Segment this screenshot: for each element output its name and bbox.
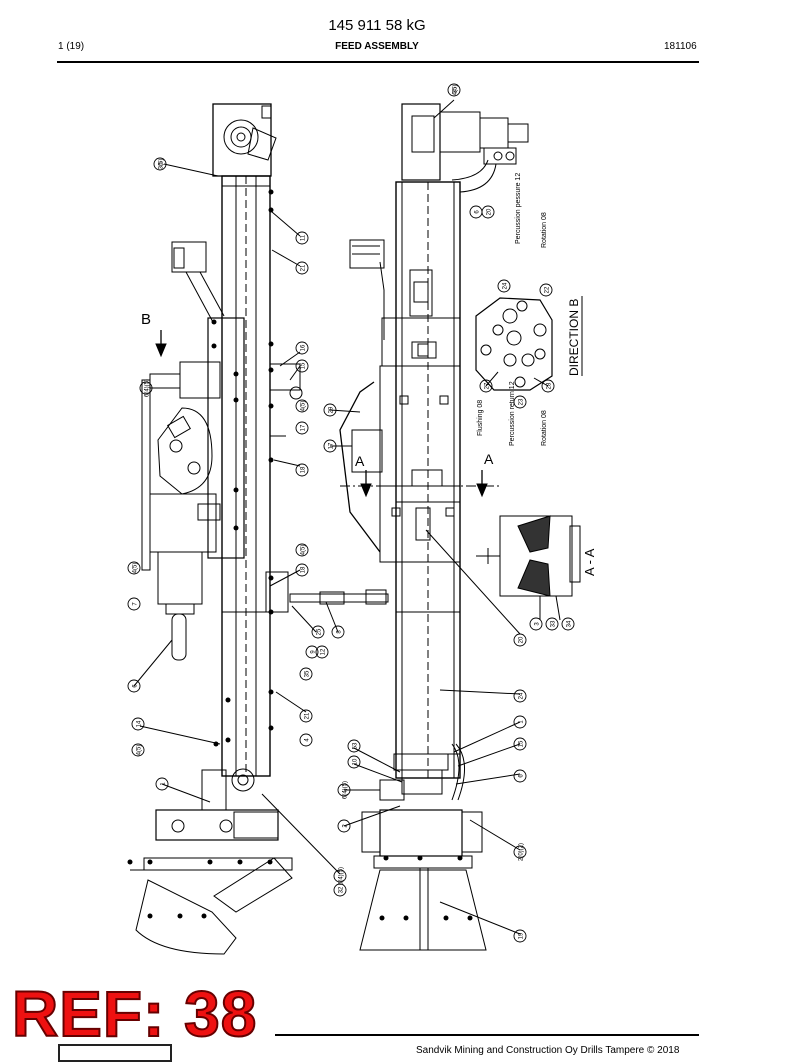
port-flushing: Flushing 08 (477, 400, 484, 436)
view-b-label: B (141, 311, 151, 328)
left-callout-12: 9 (311, 650, 317, 654)
left-callout-7: 18 (301, 466, 307, 473)
section-aa-detail (476, 515, 581, 621)
left-callout-4: 15 (301, 362, 307, 369)
port-percussion-return: Percussion return 12 (509, 381, 516, 446)
left-callout-20: 1 (161, 782, 167, 786)
port-rotation-top: Rotation 08 (541, 212, 548, 248)
reference-watermark: REF: 38 (11, 978, 258, 1050)
direction-b-label: DIRECTION B (567, 299, 581, 376)
right-callout-17: 53 (353, 742, 359, 749)
left-callout-25: 32 (339, 886, 345, 893)
right-callout-18: 10 (353, 758, 359, 765)
right-callout-21: 3 (535, 622, 541, 626)
header-rule (57, 61, 699, 63)
right-callout-10: 20 (519, 636, 525, 643)
left-callout-15: 21 (305, 712, 311, 719)
left-callout-17: 6 (133, 684, 139, 688)
left-callout-10: 25 (317, 628, 323, 635)
right-callout-14: 6 (519, 774, 525, 778)
right-callout-16: 19 (519, 932, 525, 939)
section-aa-label: A - A (582, 548, 597, 576)
left-callout-22: 7 (133, 602, 139, 606)
left-callout-0: 5 (159, 162, 165, 166)
left-callout-2: 21 (301, 264, 307, 271)
left-callout-1: 11 (301, 234, 307, 241)
left-callout-16: 4 (305, 738, 311, 742)
right-callout-1: 6 (475, 210, 481, 214)
port-percussion-pressure: Percussion pessure 12 (515, 173, 522, 244)
left-callout-19: 4(5) (137, 745, 143, 756)
right-callout-15: 2(0)(2) (519, 843, 525, 861)
left-callout-26: 3(5) (159, 159, 165, 170)
brand-logo (58, 1044, 172, 1062)
right-callout-4: 22 (545, 286, 551, 293)
section-title: FEED ASSEMBLY (335, 41, 419, 52)
right-callouts (329, 99, 549, 935)
direction-b-detail (475, 297, 553, 391)
right-callout-5: 27 (485, 382, 491, 389)
left-callout-6: 17 (301, 424, 307, 431)
right-callout-6: 23 (519, 398, 525, 405)
document-code: 181106 (664, 41, 697, 52)
left-callout-5: 4(5) (301, 401, 307, 412)
left-callout-14: 35 (305, 670, 311, 677)
section-a-left-label: A (355, 453, 365, 469)
page-number: 1 (19) (58, 41, 85, 52)
right-callout-19: 6(4)(5) (343, 781, 349, 799)
right-callout-20: 2 (343, 824, 349, 828)
section-a-right-label: A (484, 451, 494, 467)
left-callout-8: 4(5) (301, 545, 307, 556)
left-callout-13: 12 (321, 648, 327, 655)
left-callout-24: 6(4)(5) (339, 867, 345, 885)
right-callout-24: 35 (453, 86, 459, 93)
left-callout-3: 16 (301, 344, 307, 351)
right-callout-8: 29 (329, 406, 335, 413)
right-callout-3: 24 (503, 282, 509, 289)
right-callout-2: 20 (487, 208, 493, 215)
left-callouts (133, 163, 341, 875)
right-callout-7: 28 (547, 382, 553, 389)
port-rotation-bottom: Rotation 08 (541, 410, 548, 446)
left-callout-21: 4(5) (133, 563, 139, 574)
right-callout-11: 24 (519, 692, 525, 699)
left-callout-23: 6(4)(5) (145, 379, 151, 397)
right-view (339, 103, 529, 951)
document-title: 145 911 58 kG (328, 17, 426, 34)
footer-copyright: Sandvik Mining and Construction Oy Drill… (416, 1045, 680, 1056)
right-callout-12: 1 (519, 720, 525, 724)
left-callout-18: 14 (137, 720, 143, 727)
right-callout-0: 4(5) (453, 85, 459, 96)
feed-assembly-drawing: B A A DIRECTION B A - A Percussion pessu… (127, 83, 597, 955)
left-callout-9: 18 (301, 566, 307, 573)
left-callout-11: 8 (337, 630, 343, 634)
left-view (127, 103, 389, 955)
right-callout-23: 34 (567, 620, 573, 627)
right-callout-9: 17 (329, 442, 335, 449)
right-callout-22: 33 (551, 620, 557, 627)
footer-rule (275, 1034, 699, 1036)
right-callout-13: 15 (519, 740, 525, 747)
